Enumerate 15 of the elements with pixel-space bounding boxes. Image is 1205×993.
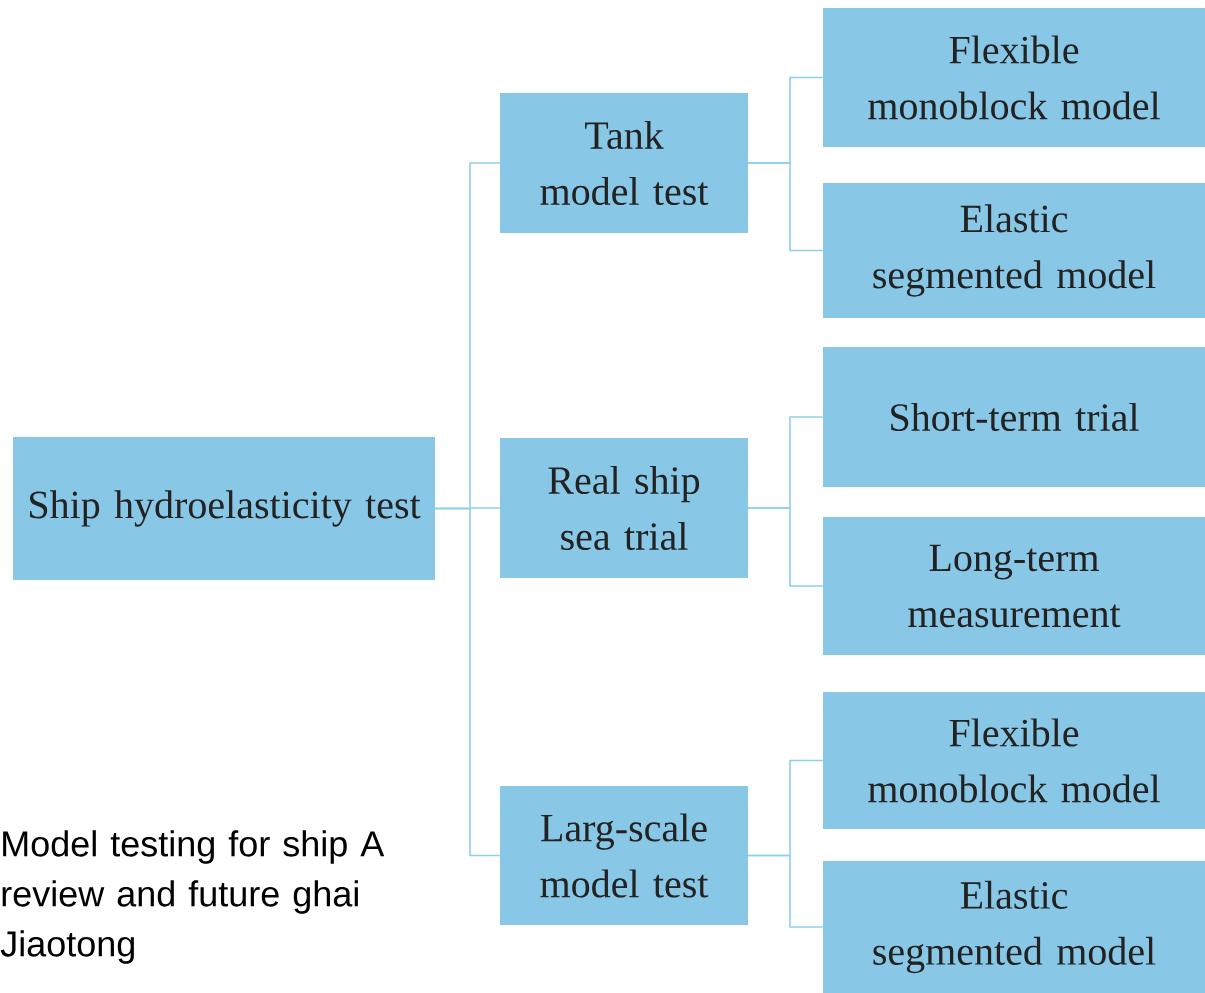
process-box: Real ship sea trial <box>500 438 748 578</box>
process-box: Tank model test <box>500 93 748 233</box>
process-box: Elastic segmented model <box>823 183 1205 318</box>
connector-line <box>747 162 824 252</box>
connector-line <box>434 507 501 857</box>
process-box: Flexible monoblock model <box>823 692 1205 829</box>
process-box: Flexible monoblock model <box>823 8 1205 147</box>
connector-line <box>747 854 824 928</box>
process-box: Ship hydroelasticity test <box>13 437 435 580</box>
connector-line <box>747 507 824 587</box>
process-box: Short-term trial <box>823 347 1205 487</box>
process-box: Elastic segmented model <box>823 861 1205 993</box>
process-box: Larg-scale model test <box>500 786 748 925</box>
process-box: Long-term measurement <box>823 517 1205 655</box>
citation-text: Model testing for ship A review and future ghai Jiaotong <box>0 830 385 964</box>
